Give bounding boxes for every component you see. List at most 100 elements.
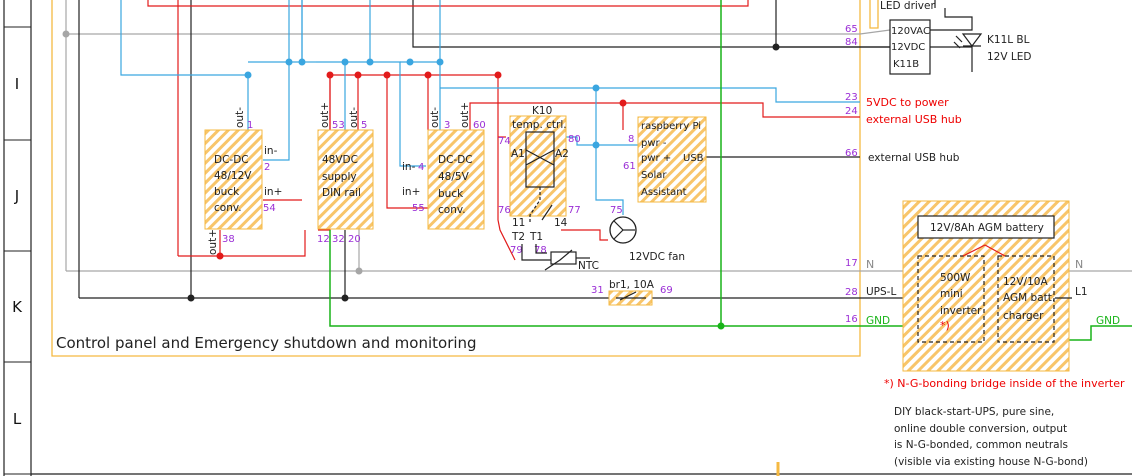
dcdc5-pin-in-plus: 55 (412, 203, 425, 214)
dcdc5-line-3: buck (438, 188, 464, 200)
dcdc12-out-plus: out+ (207, 229, 219, 255)
dcdc12-pin-in-plus: 54 (263, 203, 276, 214)
junction-dots (62, 30, 934, 344)
rpi-line-5: Assistant (641, 187, 687, 198)
dcdc12-pin-in-minus: 2 (264, 162, 270, 173)
supply48-line-3: DIN rail (322, 187, 361, 199)
usb-hub-label: external USB hub (868, 152, 960, 164)
rpi-line-2: pwr - (641, 138, 667, 149)
terminal-23: 23 (845, 92, 858, 103)
ups-inverter-line-2: mini (940, 288, 963, 300)
ups-block: 12V/8Ah AGM battery 500W mini inverter *… (884, 200, 1125, 390)
gnd-right-label: GND (1096, 315, 1120, 327)
led-driver-header: LED driver (880, 0, 935, 12)
dcdc-48-12-converter: DC-DC 48/12V buck conv. in- in+ out- out… (204, 107, 282, 255)
k10-t2: 14 (554, 217, 568, 229)
ups-charger-line-3: charger (1003, 310, 1044, 322)
supply48-line-2: supply (322, 171, 357, 183)
dcdc12-line-4: conv. (214, 202, 242, 214)
k10-pin-77: 77 (568, 205, 581, 216)
terminal-17: 17 (845, 258, 858, 269)
led-driver-id: K11B (893, 59, 919, 70)
breaker-pin-31: 31 (591, 285, 604, 296)
terminal-24: 24 (845, 106, 858, 117)
row-label-i: I (15, 75, 19, 93)
supply48-line-1: 48VDC (322, 154, 358, 166)
terminal-84: 84 (845, 37, 858, 48)
dcdc12-pin-out-plus: 38 (222, 234, 235, 245)
dcdc12-in-plus: in+ (264, 186, 282, 198)
dcdc-48-5-converter: DC-DC 48/5V buck conv. in- in+ 4 55 out-… (402, 102, 486, 230)
n-right-label: N (1075, 258, 1083, 271)
k10-id: K10 (532, 105, 552, 117)
rpi-line-4: Solar (641, 170, 667, 181)
dcdc5-line-4: conv. (438, 204, 466, 216)
dcdc12-in-minus: in- (264, 145, 278, 157)
description-line-1: DIY black-start-UPS, pure sine, (894, 406, 1054, 418)
dcdc12-line-2: 48/12V (214, 170, 252, 182)
breaker-label: br1, 10A (609, 279, 655, 291)
supply48-out-minus: out- (348, 107, 360, 128)
l1-label: L1 (1075, 286, 1088, 298)
k10-t1: 11 (512, 217, 525, 229)
control-panel-border (51, 0, 879, 357)
terminal-65: 65 (845, 24, 858, 35)
row-label-j: J (14, 187, 19, 205)
fan-pin: 75 (610, 205, 623, 216)
rpi-line-3: pwr + (641, 153, 671, 164)
k10-a1: A1 (511, 148, 525, 160)
breaker-pin-69: 69 (660, 285, 673, 296)
dcdc5-in-plus: in+ (402, 186, 420, 198)
dcdc5-out-minus: out- (429, 107, 441, 128)
breaker-br1: br1, 10A 31 69 (591, 279, 673, 306)
ups-description: DIY black-start-UPS, pure sine, online d… (894, 406, 1088, 468)
supply48-pin-out-plus: 53 (332, 120, 345, 131)
led-label-1: K11L BL (987, 34, 1030, 46)
supply-48vdc: 48VDC supply DIN rail out+ out- 53 5 12 … (317, 102, 374, 245)
rpi-pin-61: 61 (623, 161, 636, 172)
ups-inverter-line-1: 500W (940, 272, 971, 284)
black-wires (78, 0, 973, 299)
ups-asterisk: *) (940, 319, 950, 332)
rpi-pin-8: 8 (628, 134, 634, 145)
led-driver: LED driver 120VAC 12VDC K11B (880, 0, 935, 75)
usb-power-label-2: external USB hub (866, 113, 962, 126)
led-driver-in2: 12VDC (891, 42, 925, 53)
raspberry-pi: raspberry Pi pwr - pwr + Solar Assistant… (623, 116, 707, 203)
k10-pin-76: 76 (498, 205, 511, 216)
row-frame: I J K L (3, 0, 1132, 476)
terminal-16: 16 (845, 314, 858, 325)
k10-a2: A2 (555, 148, 569, 160)
k10-t4: T1 (529, 231, 543, 243)
led-icon (953, 33, 983, 49)
supply48-pin-out-minus: 5 (361, 120, 367, 131)
dcdc5-line-1: DC-DC (438, 154, 473, 166)
terminal-66: 66 (845, 148, 858, 159)
ups-note: *) N-G-bonding bridge inside of the inve… (884, 377, 1125, 390)
supply48-pin-b2: 32 (332, 234, 345, 245)
terminal-numbers: 65 84 23 24 66 17 28 16 (845, 24, 858, 325)
k10-pin-79: 79 (510, 245, 523, 256)
ups-l-label: UPS-L (866, 286, 896, 298)
ups-charger-line-2: AGM batt. (1003, 292, 1055, 304)
led-label-2: 12V LED (987, 51, 1031, 63)
ups-battery: 12V/8Ah AGM battery (930, 222, 1044, 234)
k10-temp-controller: K10 temp. ctrl. A1 A2 11 14 T2 T1 74 80 … (498, 105, 599, 272)
row-label-l: L (13, 410, 22, 428)
fan-12vdc: 75 12VDC fan (609, 205, 685, 263)
dcdc5-out-plus: out+ (459, 102, 471, 128)
k10-pin-78: 78 (534, 245, 547, 256)
k10-ntc-label: NTC (578, 260, 599, 272)
k10-label: temp. ctrl. (512, 119, 567, 131)
dcdc5-pin-in-minus: 4 (418, 162, 424, 173)
usb-power-label-1: 5VDC to power (866, 96, 949, 109)
ups-charger-line-1: 12V/10A (1003, 276, 1048, 288)
supply48-pin-b1: 12 (317, 234, 330, 245)
dcdc12-pin-out-minus: 1 (247, 120, 253, 131)
led-driver-in1: 120VAC (891, 26, 930, 37)
dcdc5-pin-out-plus: 60 (473, 120, 486, 131)
k10-pin-80: 80 (568, 134, 581, 145)
ups-inverter-line-3: inverter (940, 305, 982, 317)
fan-label: 12VDC fan (629, 251, 685, 263)
rpi-usb: USB (683, 153, 704, 164)
